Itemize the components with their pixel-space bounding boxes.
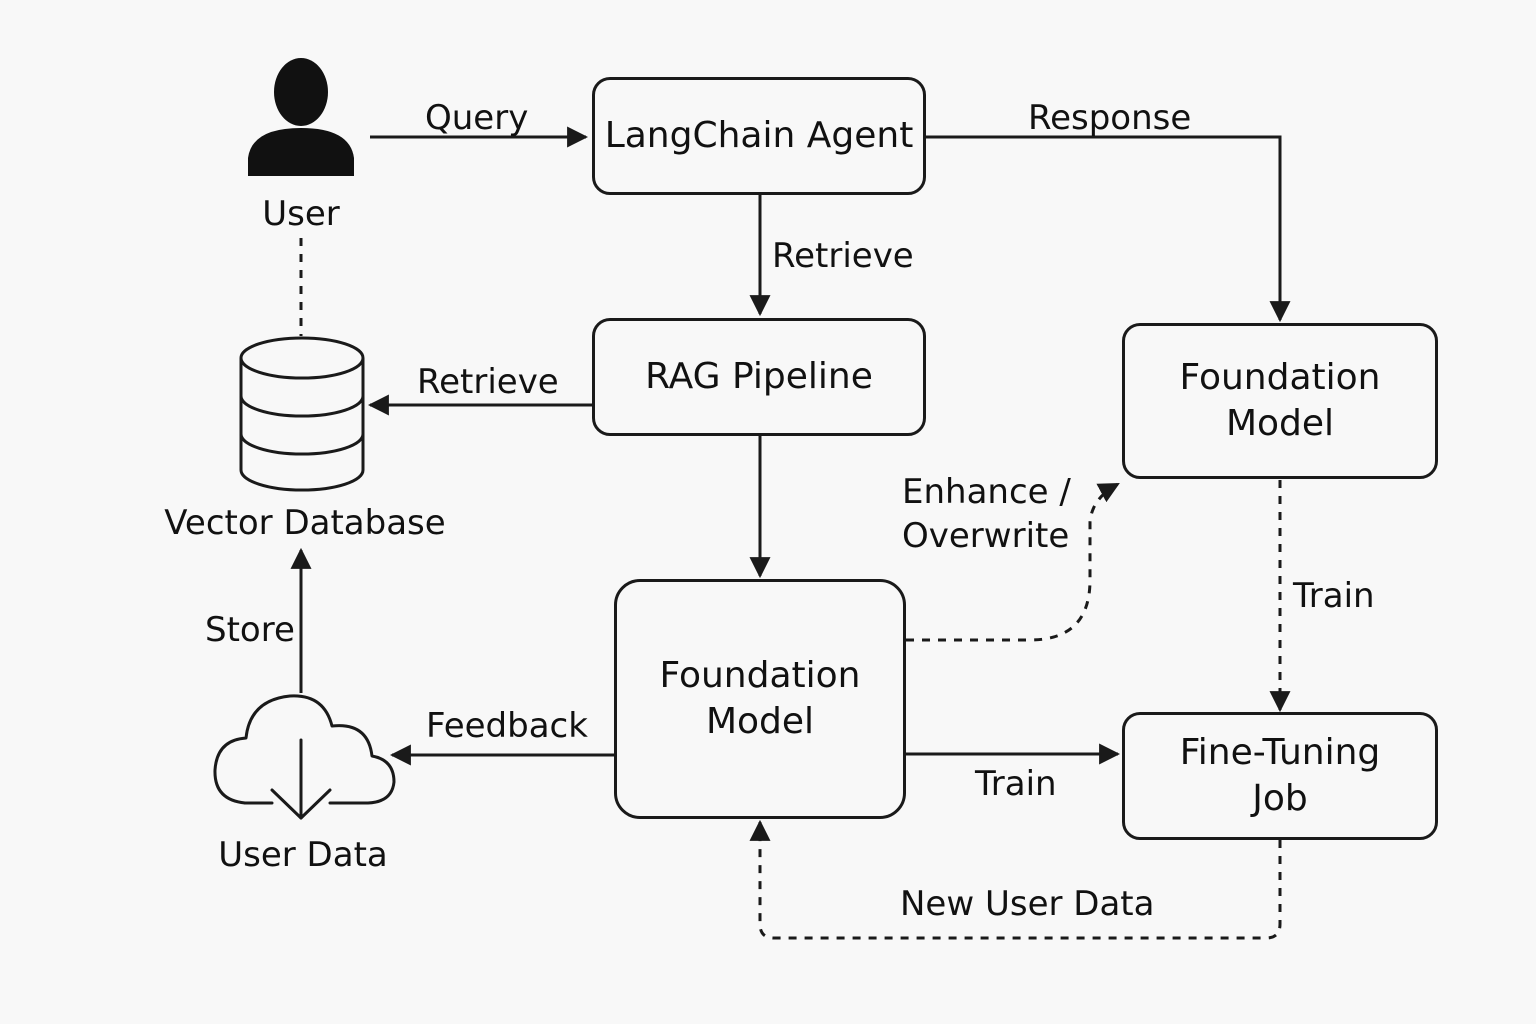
langchain-agent-node: LangChain Agent [592, 77, 926, 195]
edge-new-user-data [749, 819, 1282, 940]
enhance-overwrite-label-line1: Enhance / [902, 472, 1071, 512]
retrieve-db-label: Retrieve [417, 362, 559, 402]
rag-pipeline-node: RAG Pipeline [592, 318, 926, 436]
fine-tuning-job-line1: Fine-Tuning [1179, 732, 1381, 773]
foundation-model-center-node: Foundation Model [614, 579, 906, 819]
edge-response [926, 135, 1291, 323]
retrieve-agent-label: Retrieve [772, 236, 914, 276]
user-icon [248, 58, 354, 176]
query-label: Query [425, 98, 529, 138]
rag-pipeline-label: RAG Pipeline [645, 356, 873, 397]
user-label: User [262, 194, 340, 234]
foundation-model-center-line1: Foundation [659, 655, 861, 696]
vector-database-label: Vector Database [164, 503, 446, 543]
feedback-label: Feedback [426, 706, 588, 746]
response-label: Response [1028, 98, 1192, 138]
fine-tuning-job-line2: Job [1252, 778, 1308, 819]
langchain-agent-label: LangChain Agent [604, 115, 914, 156]
edge-enhance-overwrite [906, 482, 1120, 642]
cloud-download-icon [213, 694, 396, 820]
store-label: Store [205, 610, 295, 650]
foundation-model-right-line2: Model [1225, 403, 1335, 444]
enhance-overwrite-label-line2: Overwrite [902, 516, 1070, 556]
foundation-model-right-node: Foundation Model [1122, 323, 1438, 479]
train-bottom-label: Train [975, 764, 1057, 804]
new-user-data-label: New User Data [900, 884, 1155, 924]
foundation-model-center-line2: Model [705, 701, 815, 742]
foundation-model-right-line1: Foundation [1179, 357, 1381, 398]
train-right-label: Train [1293, 576, 1375, 616]
user-data-label: User Data [218, 835, 388, 875]
fine-tuning-job-node: Fine-Tuning Job [1122, 712, 1438, 840]
database-icon [239, 336, 365, 492]
